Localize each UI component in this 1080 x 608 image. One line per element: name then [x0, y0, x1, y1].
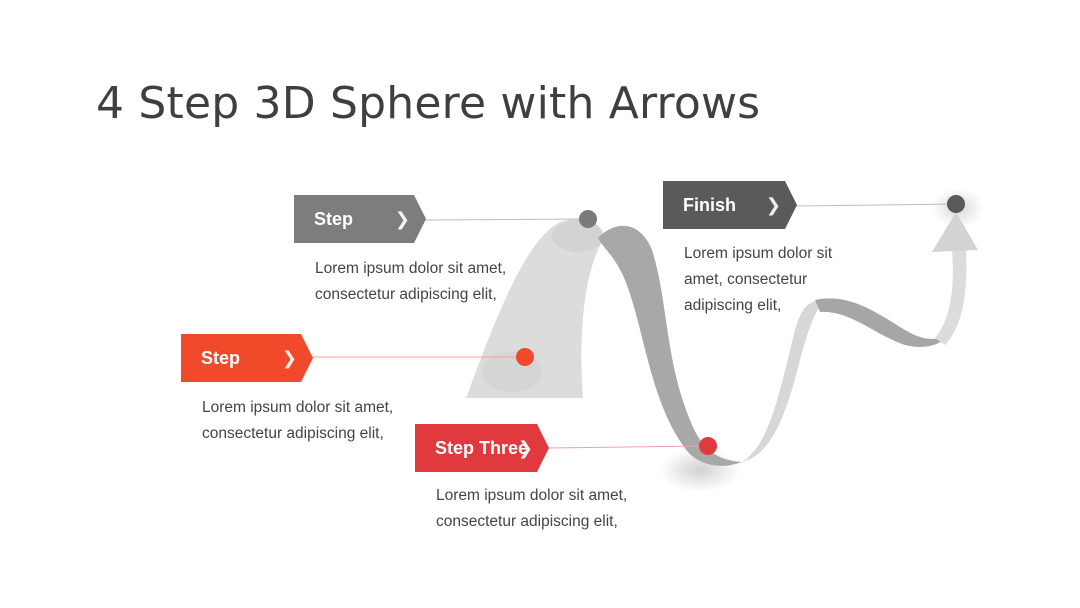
- connector-finish: [794, 203, 957, 207]
- dot-step-3: [699, 437, 717, 455]
- chevron-right-icon: ❯: [517, 438, 533, 458]
- dot-finish: [947, 195, 965, 213]
- arrow-shaft: [935, 250, 967, 345]
- tag-step-3-label: Step Three: [435, 438, 529, 458]
- desc-step-3: Lorem ipsum dolor sit amet, consectetur …: [436, 487, 628, 530]
- ribbon-light-rise: [742, 300, 825, 462]
- chevron-right-icon: ❯: [281, 348, 297, 368]
- connector-step-3: [547, 445, 709, 449]
- desc-finish: Lorem ipsum dolor sit amet, consectetur …: [684, 245, 833, 314]
- tag-step-1-label: Step: [314, 209, 354, 229]
- chevron-right-icon: ❯: [394, 209, 410, 229]
- page-title: 4 Step 3D Sphere with Arrows: [96, 78, 761, 129]
- tag-step-2-label: Step: [201, 348, 241, 368]
- ribbon-dark-band: [598, 225, 742, 466]
- tag-finish-label: Finish: [683, 195, 736, 215]
- ribbon-wave-band: [815, 298, 950, 347]
- connector-step-1: [424, 218, 589, 221]
- desc-step-1: Lorem ipsum dolor sit amet, consectetur …: [315, 260, 507, 303]
- tag-step-2: Step ❯: [181, 334, 313, 382]
- tag-step-3: Step Three ❯: [415, 424, 549, 472]
- dot-step-2: [516, 348, 534, 366]
- arrow-head: [932, 212, 978, 252]
- chevron-right-icon: ❯: [765, 195, 781, 215]
- tag-step-1: Step ❯: [294, 195, 426, 243]
- desc-step-2: Lorem ipsum dolor sit amet, consectetur …: [202, 399, 394, 442]
- ribbon-left-face: [466, 218, 603, 398]
- dot-step-1: [579, 210, 597, 228]
- tag-finish: Finish ❯: [663, 181, 797, 229]
